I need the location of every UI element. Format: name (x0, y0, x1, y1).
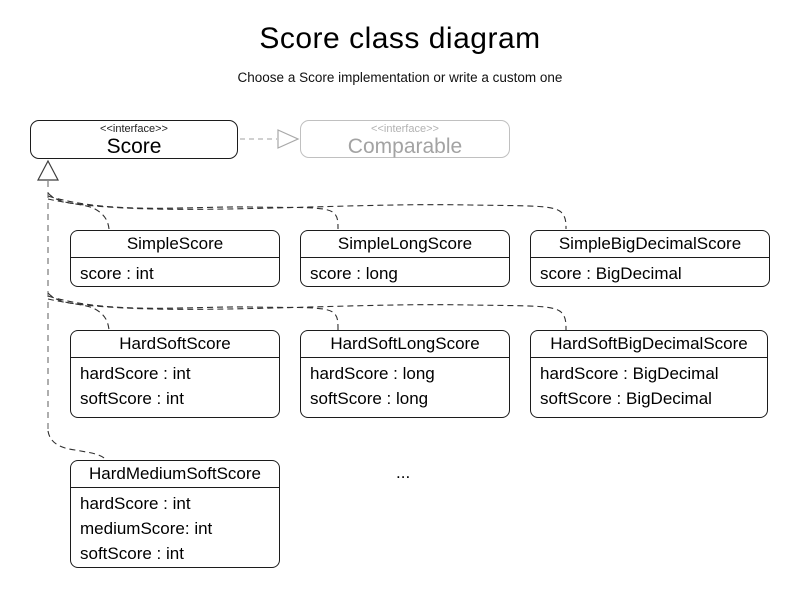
class-attributes: hardScore : long softScore : long (301, 358, 509, 417)
class-attributes: hardScore : BigDecimal softScore : BigDe… (531, 358, 767, 417)
diagram-subtitle: Choose a Score implementation or write a… (237, 70, 563, 85)
attribute: score : BigDecimal (540, 264, 682, 283)
class-simplebigdecimalscore: SimpleBigDecimalScore score : BigDecimal (530, 230, 770, 287)
class-attributes: hardScore : int mediumScore: int softSco… (71, 488, 279, 567)
class-hardsoftbigdecimalscore: HardSoftBigDecimalScore hardScore : BigD… (530, 330, 768, 418)
attribute: hardScore : BigDecimal (540, 364, 719, 383)
realization-edge-hardsoftlongscore (47, 295, 339, 331)
interface-score: <<interface>> Score (30, 120, 238, 159)
realization-edge-hardsoftscore (47, 292, 110, 331)
class-simplescore: SimpleScore score : int (70, 230, 280, 287)
class-name: SimpleScore (71, 231, 279, 258)
class-hardmediumsoftscore: HardMediumSoftScore hardScore : int medi… (70, 460, 280, 568)
stereotype-label: <<interface>> (371, 123, 439, 135)
stereotype-label: <<interface>> (100, 123, 168, 135)
class-name: HardSoftLongScore (301, 331, 509, 358)
hollow-arrowhead-right-icon (277, 129, 300, 149)
interface-comparable: <<interface>> Comparable (300, 120, 510, 158)
realization-edge-simplebigdecimalscore (47, 198, 567, 230)
class-name: SimpleBigDecimalScore (531, 231, 769, 258)
realization-edge-hardmediumsoftscore (47, 430, 108, 462)
attribute: softScore : long (310, 389, 429, 408)
class-hardsoftlongscore: HardSoftLongScore hardScore : long softS… (300, 330, 510, 418)
class-attributes: hardScore : int softScore : int (71, 358, 279, 417)
attribute: softScore : BigDecimal (540, 389, 712, 408)
class-hardsoftscore: HardSoftScore hardScore : int softScore … (70, 330, 280, 418)
class-name: SimpleLongScore (301, 231, 509, 258)
interface-name: Score (106, 135, 162, 158)
hollow-arrowhead-up-icon (37, 159, 59, 181)
class-attributes: score : int (71, 258, 279, 286)
realization-edge-simplelongscore (47, 195, 339, 230)
class-attributes: score : BigDecimal (531, 258, 769, 286)
class-attributes: score : long (301, 258, 509, 286)
attribute: score : long (310, 264, 398, 283)
realization-edge-hardsoftbigdecimalscore (47, 298, 567, 331)
class-simplelongscore: SimpleLongScore score : long (300, 230, 510, 287)
attribute: hardScore : long (310, 364, 435, 383)
attribute: softScore : int (80, 544, 184, 563)
realization-edge-simplescore (47, 192, 110, 230)
diagram-title: Score class diagram (259, 22, 541, 55)
interface-name: Comparable (347, 135, 463, 158)
attribute: softScore : int (80, 389, 184, 408)
class-name: HardMediumSoftScore (71, 461, 279, 488)
attribute: hardScore : int (80, 364, 191, 383)
class-name: HardSoftBigDecimalScore (531, 331, 767, 358)
attribute: score : int (80, 264, 154, 283)
more-implementations-ellipsis: ... (396, 463, 411, 482)
attribute: mediumScore: int (80, 519, 213, 538)
class-name: HardSoftScore (71, 331, 279, 358)
attribute: hardScore : int (80, 494, 191, 513)
